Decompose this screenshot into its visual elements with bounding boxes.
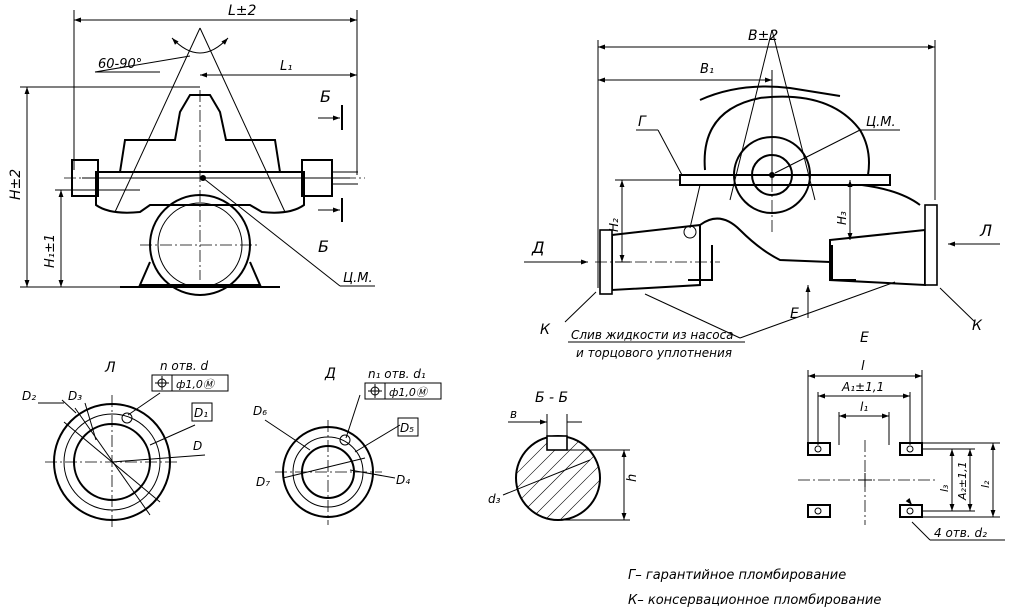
flange-d-holes: n₁ отв. d₁ [368, 367, 426, 381]
volute-casing [703, 95, 870, 176]
note-warranty-seal: Г– гарантийное пломбирование [628, 568, 846, 583]
flange-l-d1: D₁ [194, 406, 208, 420]
view-e-title: Е [860, 330, 869, 346]
shaft-section: Б - Б в d₃ h [488, 390, 640, 521]
label-support-e: Е [790, 306, 799, 322]
label-drain-1: Слив жидкости из насоса [571, 328, 734, 342]
view-e-a1: A₁±1,1 [841, 380, 884, 394]
label-seal-g: Г [638, 114, 647, 130]
side-view: B±2 B₁ Г Ц.М. H₂ H₃ Д Л Е К К Слив жидко… [524, 28, 1000, 360]
label-inlet: Д [531, 238, 545, 257]
discharge-flange [924, 204, 938, 286]
label-h3: H₃ [835, 211, 849, 225]
section-d3: d₃ [488, 492, 501, 506]
view-e-l: l [861, 359, 865, 374]
discharge-pipe [829, 228, 926, 287]
legend-notes: Г– гарантийное пломбирование К– консерва… [628, 568, 881, 608]
label-drain-2: и торцового уплотнения [576, 346, 732, 360]
view-e-holes: 4 отв. d₂ [934, 526, 987, 540]
label-cm-side: Ц.М. [866, 115, 896, 130]
label-l1: L₁ [280, 59, 292, 74]
flange-d-d4: D₄ [396, 473, 410, 487]
flange-l-d2: D₂ [22, 389, 36, 403]
flange-l-view: Л n отв. d ф1,0Ⓜ D₂ D₃ D₁ D [22, 359, 229, 530]
suction-pipe [611, 223, 701, 292]
flange-d-tolerance: ф1,0Ⓜ [389, 386, 429, 399]
note-preservation-seal: К– консервационное пломбирование [628, 593, 881, 608]
flange-d-d7: D₇ [256, 475, 270, 489]
label-b1: B₁ [700, 62, 714, 77]
flange-l-holes: n отв. d [160, 359, 208, 373]
label-width: B±2 [748, 28, 778, 44]
label-seal-k-left: К [540, 322, 551, 338]
flange-d-d5: D₅ [400, 421, 414, 435]
label-seal-k-right: К [972, 318, 983, 334]
label-section-bottom: Б [318, 237, 329, 256]
label-cm-front: Ц.М. [343, 271, 373, 286]
section-b: в [510, 407, 517, 421]
label-angle: 60-90° [98, 57, 142, 72]
flange-d-title: Д [324, 366, 336, 382]
section-title: Б - Б [535, 390, 568, 406]
view-e-l1: l₁ [860, 400, 868, 414]
label-h2: H₂ [607, 218, 621, 232]
flange-l-d: D [193, 439, 202, 453]
view-e-foundation: Е l A₁±1,1 l₁ l₃ A₂±1,1 l₂ 4 отв. d₂ [798, 330, 1005, 541]
label-height: H±2 [8, 169, 24, 200]
pump-casing [95, 171, 305, 214]
label-axis-height: H₁±1 [43, 234, 58, 268]
view-e-a2: A₂±1,1 [956, 461, 969, 501]
flange-l-title: Л [104, 360, 116, 376]
flange-d-view: Д n₁ отв. d₁ ф1,0Ⓜ D₆ D₅ D₇ D₄ [253, 366, 442, 525]
flange-l-d3: D₃ [68, 389, 82, 403]
label-section-top: Б [320, 87, 331, 106]
view-e-l2: l₂ [979, 480, 992, 488]
flange-d-d6: D₆ [253, 404, 267, 418]
view-e-l3: l₃ [938, 484, 951, 492]
flange-l-tolerance: ф1,0Ⓜ [176, 378, 216, 391]
front-view: L±2 60-90° L₁ H±2 H₁±1 Б Б Ц.М. [8, 3, 375, 296]
section-h: h [625, 474, 640, 482]
shaft-hatching [516, 436, 600, 520]
flange-d-tolerance-frame [364, 382, 442, 400]
flange-l-tolerance-frame [151, 374, 229, 392]
label-length: L±2 [228, 3, 257, 19]
label-outlet: Л [979, 221, 992, 240]
